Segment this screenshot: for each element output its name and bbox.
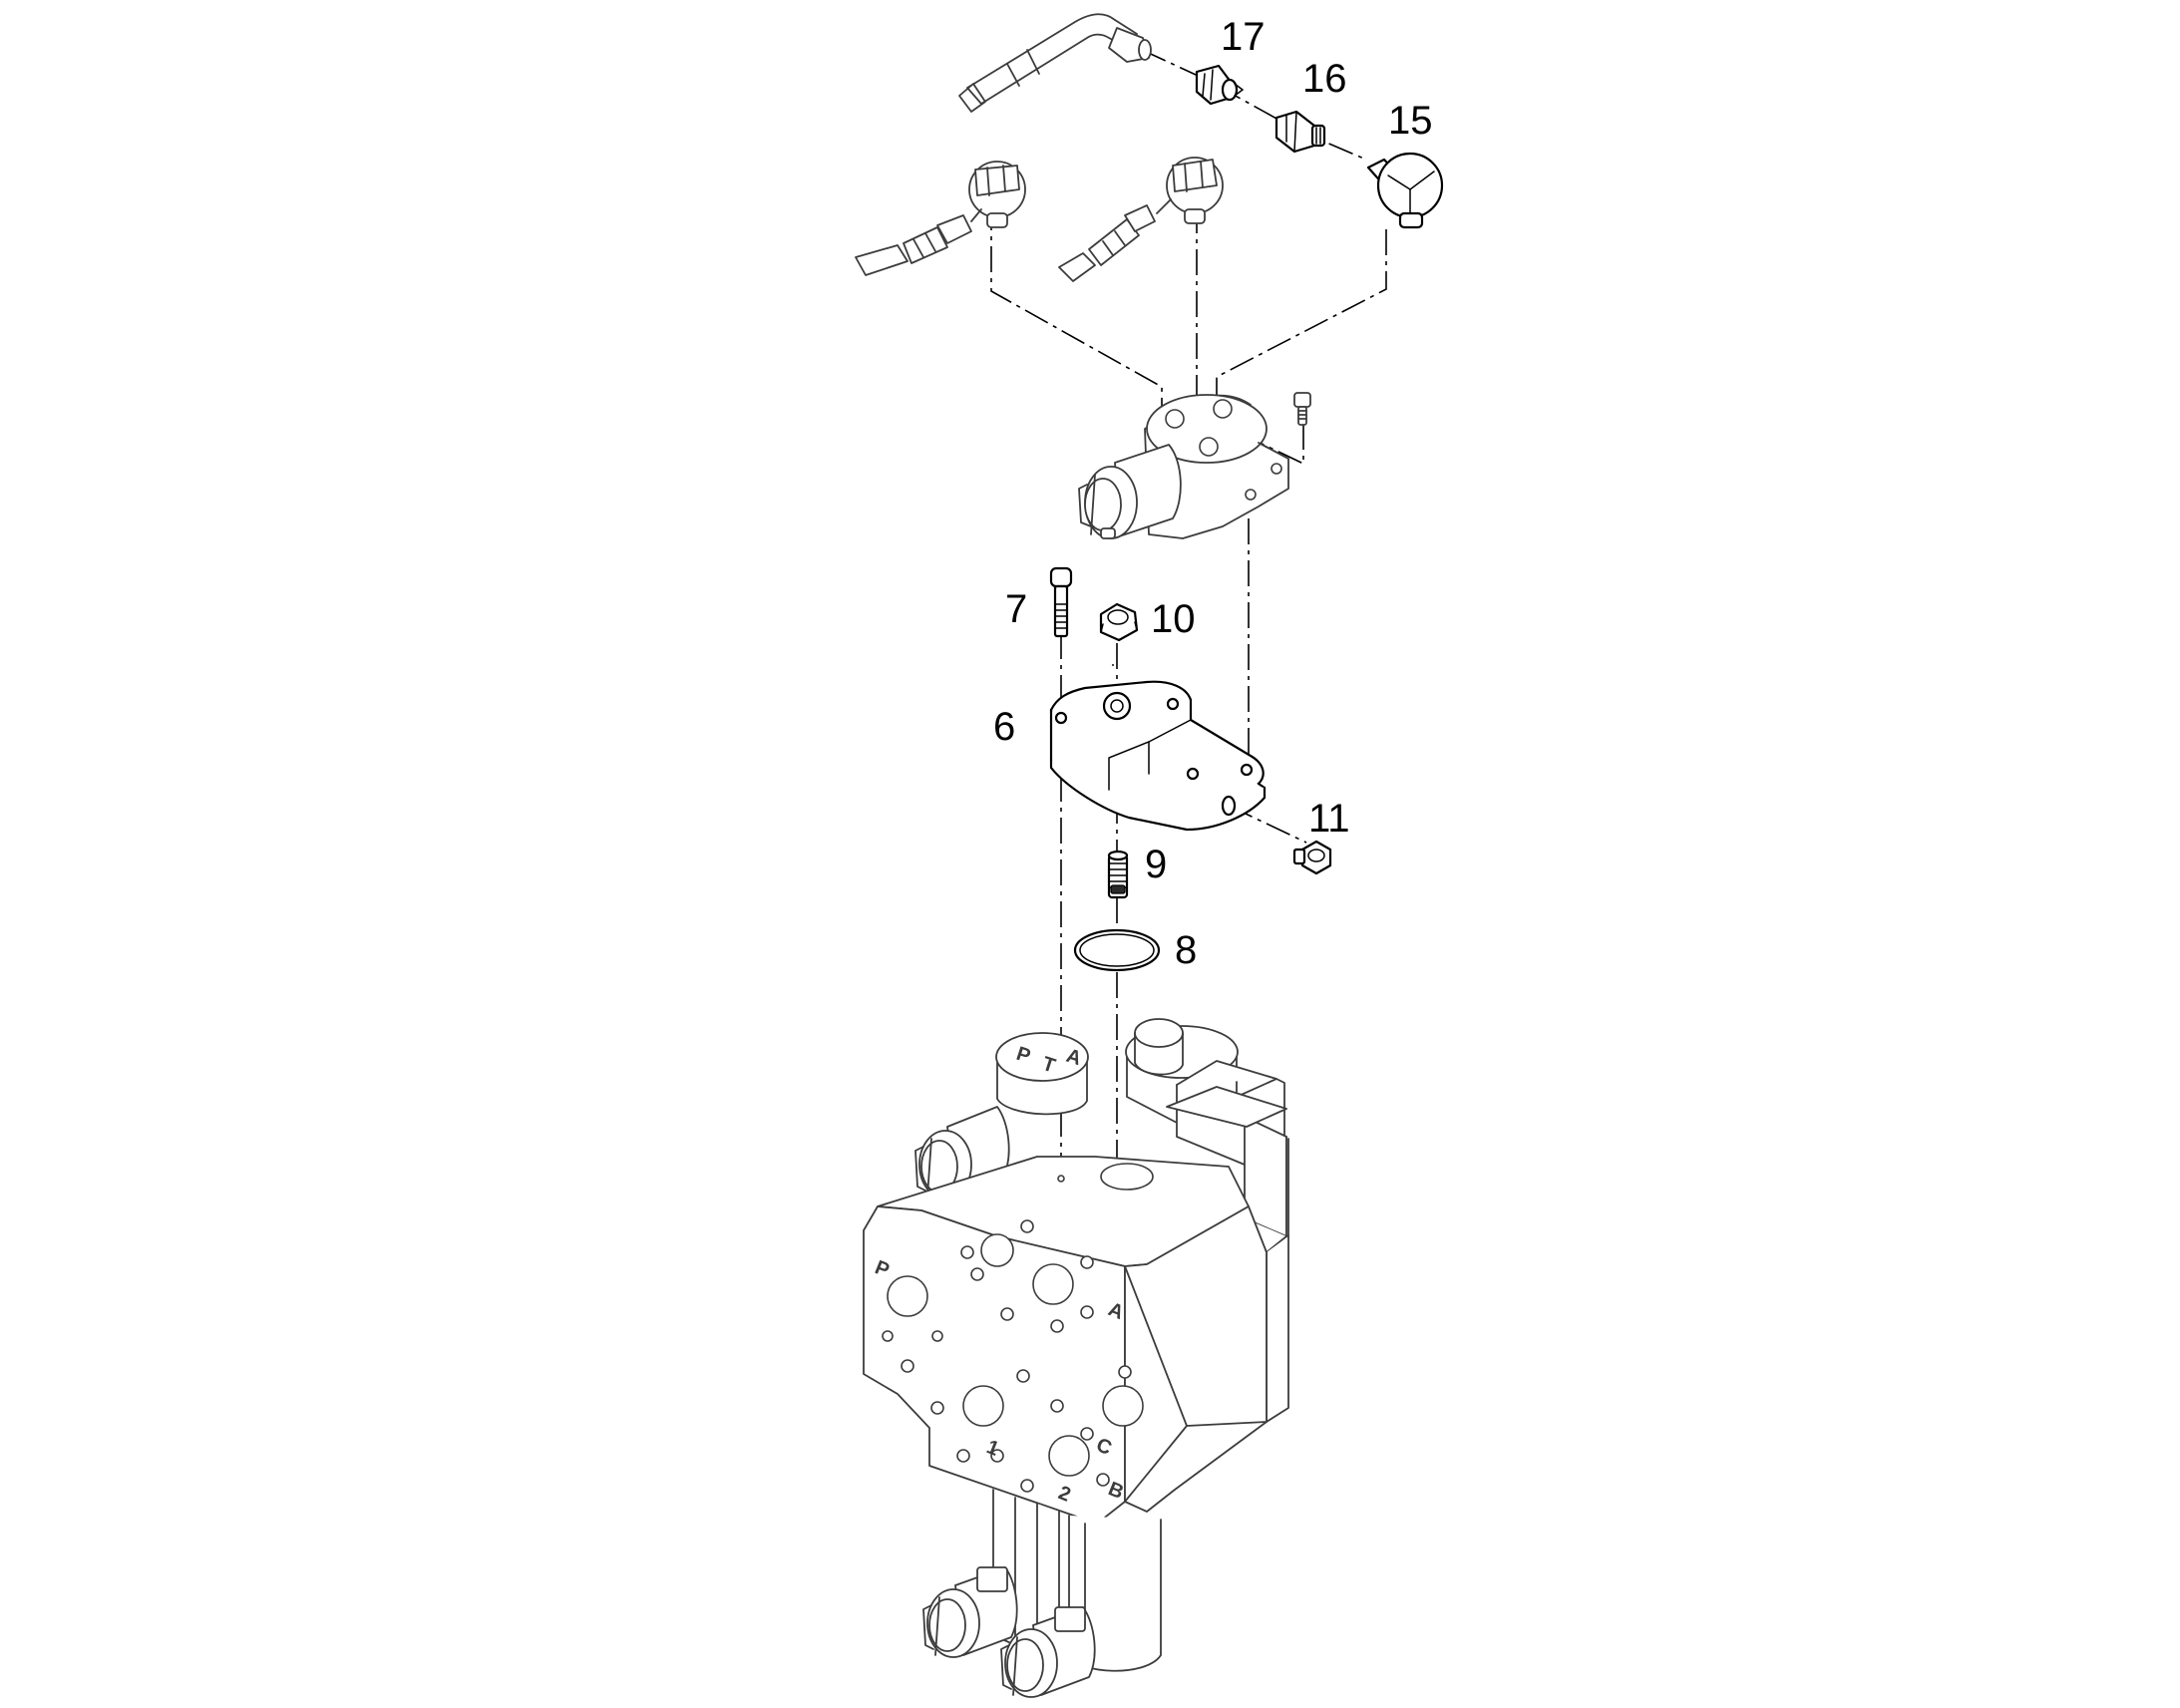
solenoid-valve-upper (1078, 394, 1289, 539)
left-hose-banjo (855, 161, 1026, 276)
o-ring-8 (1073, 928, 1161, 972)
assembly-center-lines (990, 49, 1387, 1177)
callout-15: 15 (1388, 99, 1433, 143)
upper-hose-assembly (958, 13, 1152, 113)
plug-11 (1292, 840, 1332, 875)
svg-text:A: A (1063, 1045, 1084, 1070)
mounting-plate-6 (1049, 680, 1267, 832)
bolt-7 (1049, 566, 1073, 638)
callout-16: 16 (1302, 57, 1347, 101)
callout-9: 9 (1145, 843, 1167, 886)
callout-17: 17 (1221, 15, 1266, 59)
callout-7: 7 (1005, 587, 1027, 631)
banjo-fitting-15 (1366, 152, 1444, 229)
callout-labels: 17 16 15 7 10 6 11 9 8 (993, 15, 1433, 972)
callout-6: 6 (993, 705, 1015, 749)
callout-8: 8 (1175, 928, 1197, 972)
manifold-valve-block: P T A (863, 1018, 1289, 1698)
middle-hose-banjo (1058, 157, 1224, 282)
adapter-16 (1274, 110, 1326, 154)
small-screw (1293, 392, 1311, 426)
fitting-17 (1195, 64, 1245, 106)
callout-11: 11 (1308, 797, 1350, 841)
spool-9 (1107, 850, 1129, 899)
callout-10: 10 (1151, 597, 1196, 641)
nut-10 (1099, 602, 1139, 642)
svg-text:P: P (1013, 1043, 1032, 1068)
